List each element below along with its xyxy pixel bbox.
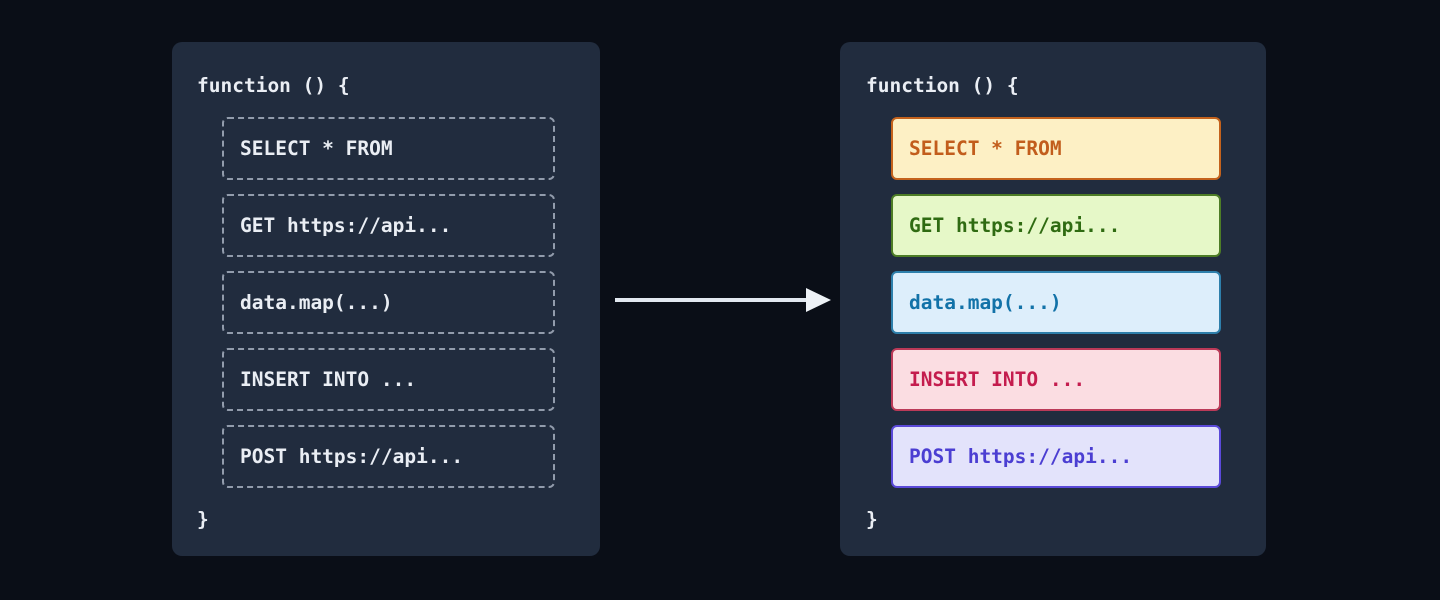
snippet-label: POST https://api... [240,445,464,468]
function-header: function () { [197,74,350,97]
snippet-list: SELECT * FROM GET https://api... data.ma… [222,117,555,488]
snippet-label: INSERT INTO ... [240,368,417,391]
highlighted-snippet-box: POST https://api... [891,425,1221,488]
snippet-label: data.map(...) [909,291,1062,314]
after-panel: function () { SELECT * FROM GET https://… [840,42,1266,556]
dashed-snippet-box: POST https://api... [222,425,555,488]
transform-arrow-icon [611,282,832,318]
snippet-label: GET https://api... [240,214,452,237]
arrow-svg [615,288,831,312]
highlighted-snippet-box: data.map(...) [891,271,1221,334]
dashed-snippet-box: data.map(...) [222,271,555,334]
snippet-label: data.map(...) [240,291,393,314]
highlighted-snippet-box: INSERT INTO ... [891,348,1221,411]
snippet-label: GET https://api... [909,214,1121,237]
dashed-snippet-box: INSERT INTO ... [222,348,555,411]
before-panel: function () { SELECT * FROM GET https://… [172,42,600,556]
dashed-snippet-box: SELECT * FROM [222,117,555,180]
snippet-label: SELECT * FROM [240,137,393,160]
highlighted-snippet-box: GET https://api... [891,194,1221,257]
snippet-label: INSERT INTO ... [909,368,1086,391]
snippet-label: POST https://api... [909,445,1133,468]
closing-brace: } [866,508,878,531]
snippet-list: SELECT * FROM GET https://api... data.ma… [891,117,1221,488]
closing-brace: } [197,508,209,531]
highlighted-snippet-box: SELECT * FROM [891,117,1221,180]
function-header: function () { [866,74,1019,97]
snippet-label: SELECT * FROM [909,137,1062,160]
dashed-snippet-box: GET https://api... [222,194,555,257]
